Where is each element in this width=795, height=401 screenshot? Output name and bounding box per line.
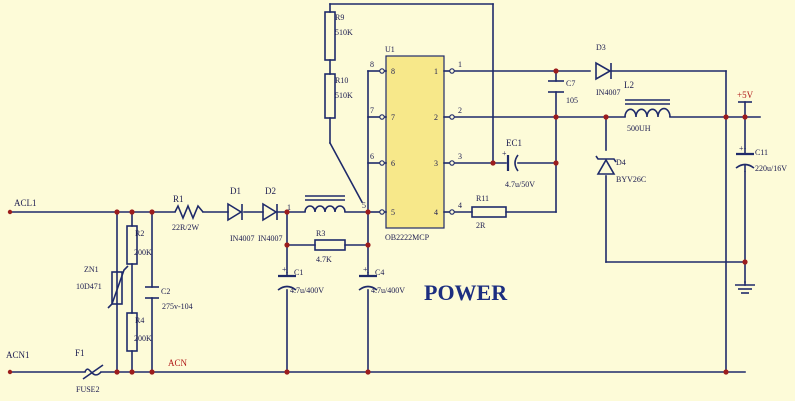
ic-part-label: OB2222MCP [385,233,430,242]
ic-pin-circles [379,68,455,215]
resistor-r10 [324,73,336,119]
inductor-coil [304,195,346,213]
ic-pin-inner-1: 1 [434,67,438,76]
l2-value: 500UH [627,124,651,133]
svg-text:+: + [282,265,287,274]
svg-text:+: + [502,149,507,158]
r3-ref: R3 [316,229,325,238]
d4-value: BYV26C [616,175,646,184]
capacitor-ec1: + [502,149,519,172]
c1-value: 4.7u/400V [290,286,324,295]
fuse-f1 [82,364,104,380]
f1-value: FUSE2 [76,385,100,394]
net-acl1-label: ACL1 [14,198,37,208]
d3-value: IN4007 [596,88,620,97]
resistor-r3 [314,239,346,251]
net-node1-label: 1 [287,203,291,212]
r2-ref: R2 [135,229,144,238]
c2-ref: C2 [161,287,170,296]
c7-ref: C7 [566,79,575,88]
diode-d1 [227,202,243,222]
c11-ref: C11 [755,148,768,157]
diode-d4 [595,155,617,175]
ic-pin-inner-6: 6 [391,159,395,168]
ic-pin-inner-2: 2 [434,113,438,122]
r3-value: 4.7K [316,255,332,264]
ic-pin-outer-1: 1 [458,60,462,69]
ic-pin-inner-7: 7 [391,113,395,122]
l2-ref: L2 [624,80,634,90]
capacitor-c11: + [735,144,755,172]
capacitor-c7 [548,80,564,93]
svg-text:+: + [739,144,744,153]
r9-ref: R9 [335,13,344,22]
ic-u1 [381,55,453,229]
resistor-r11 [471,206,507,218]
c11-value: 220u/16V [755,164,787,173]
r2-value: 200K [134,248,152,257]
capacitor-c4: + [358,265,378,291]
d2-ref: D2 [265,186,276,196]
capacitor-c1: + [277,265,297,291]
capacitor-c2 [145,286,159,299]
ec1-ref: EC1 [506,138,522,148]
ec1-value: 4.7u/50V [505,180,535,189]
diode-d3 [595,61,612,81]
net-acn1-label: ACN1 [6,350,30,360]
ic-pin-outer-2: 2 [458,106,462,115]
inductor-l2 [624,99,671,118]
r11-value: 2R [476,221,486,230]
ic-pin-inner-4: 4 [434,208,438,217]
c1-ref: C1 [294,268,303,277]
r1-ref: R1 [173,194,184,204]
ic-pin-outer-5: 5 [362,201,366,210]
wires [9,3,761,373]
diode-d2 [262,202,278,222]
varistor-zn1 [107,265,129,309]
svg-text:+: + [363,265,368,274]
r1-value: 22R/2W [172,223,200,232]
d3-ref: D3 [596,43,606,52]
ic-ref-label: U1 [385,45,395,54]
ic-pin-outer-8: 8 [370,60,374,69]
zn1-ref: ZN1 [84,265,99,274]
r9-value: 510K [335,28,353,37]
ic-pin-inner-5: 5 [391,208,395,217]
c2-value: 275v-104 [162,302,193,311]
c4-value: 4.7u/400V [371,286,405,295]
ic-pin-inner-8: 8 [391,67,395,76]
ic-pin-inner-3: 3 [434,159,438,168]
net-acn-label: ACN [168,358,188,368]
junction-dots [7,68,748,375]
f1-ref: F1 [75,348,85,358]
ic-pin-outer-6: 6 [370,152,374,161]
power-title: POWER [424,280,508,305]
r10-ref: R10 [335,76,348,85]
r4-ref: R4 [135,316,144,325]
resistor-r2 [126,225,138,265]
resistor-r1 [174,203,204,221]
resistor-r9 [324,11,336,61]
r11-ref: R11 [476,194,489,203]
c7-value: 105 [566,96,578,105]
d1-value: IN4007 [230,234,254,243]
ic-pin-outer-7: 7 [370,106,374,115]
d2-value: IN4007 [258,234,282,243]
zn1-value: 10D471 [76,282,102,291]
ground-icon [735,281,755,294]
resistor-r4 [126,312,138,352]
d4-ref: D4 [616,158,626,167]
net-plus5v-label: +5V [737,90,754,100]
r10-value: 510K [335,91,353,100]
ic-pin-outer-4: 4 [458,201,462,210]
c4-ref: C4 [375,268,384,277]
d1-ref: D1 [230,186,241,196]
ic-pin-outer-3: 3 [458,152,462,161]
r4-value: 200K [134,334,152,343]
